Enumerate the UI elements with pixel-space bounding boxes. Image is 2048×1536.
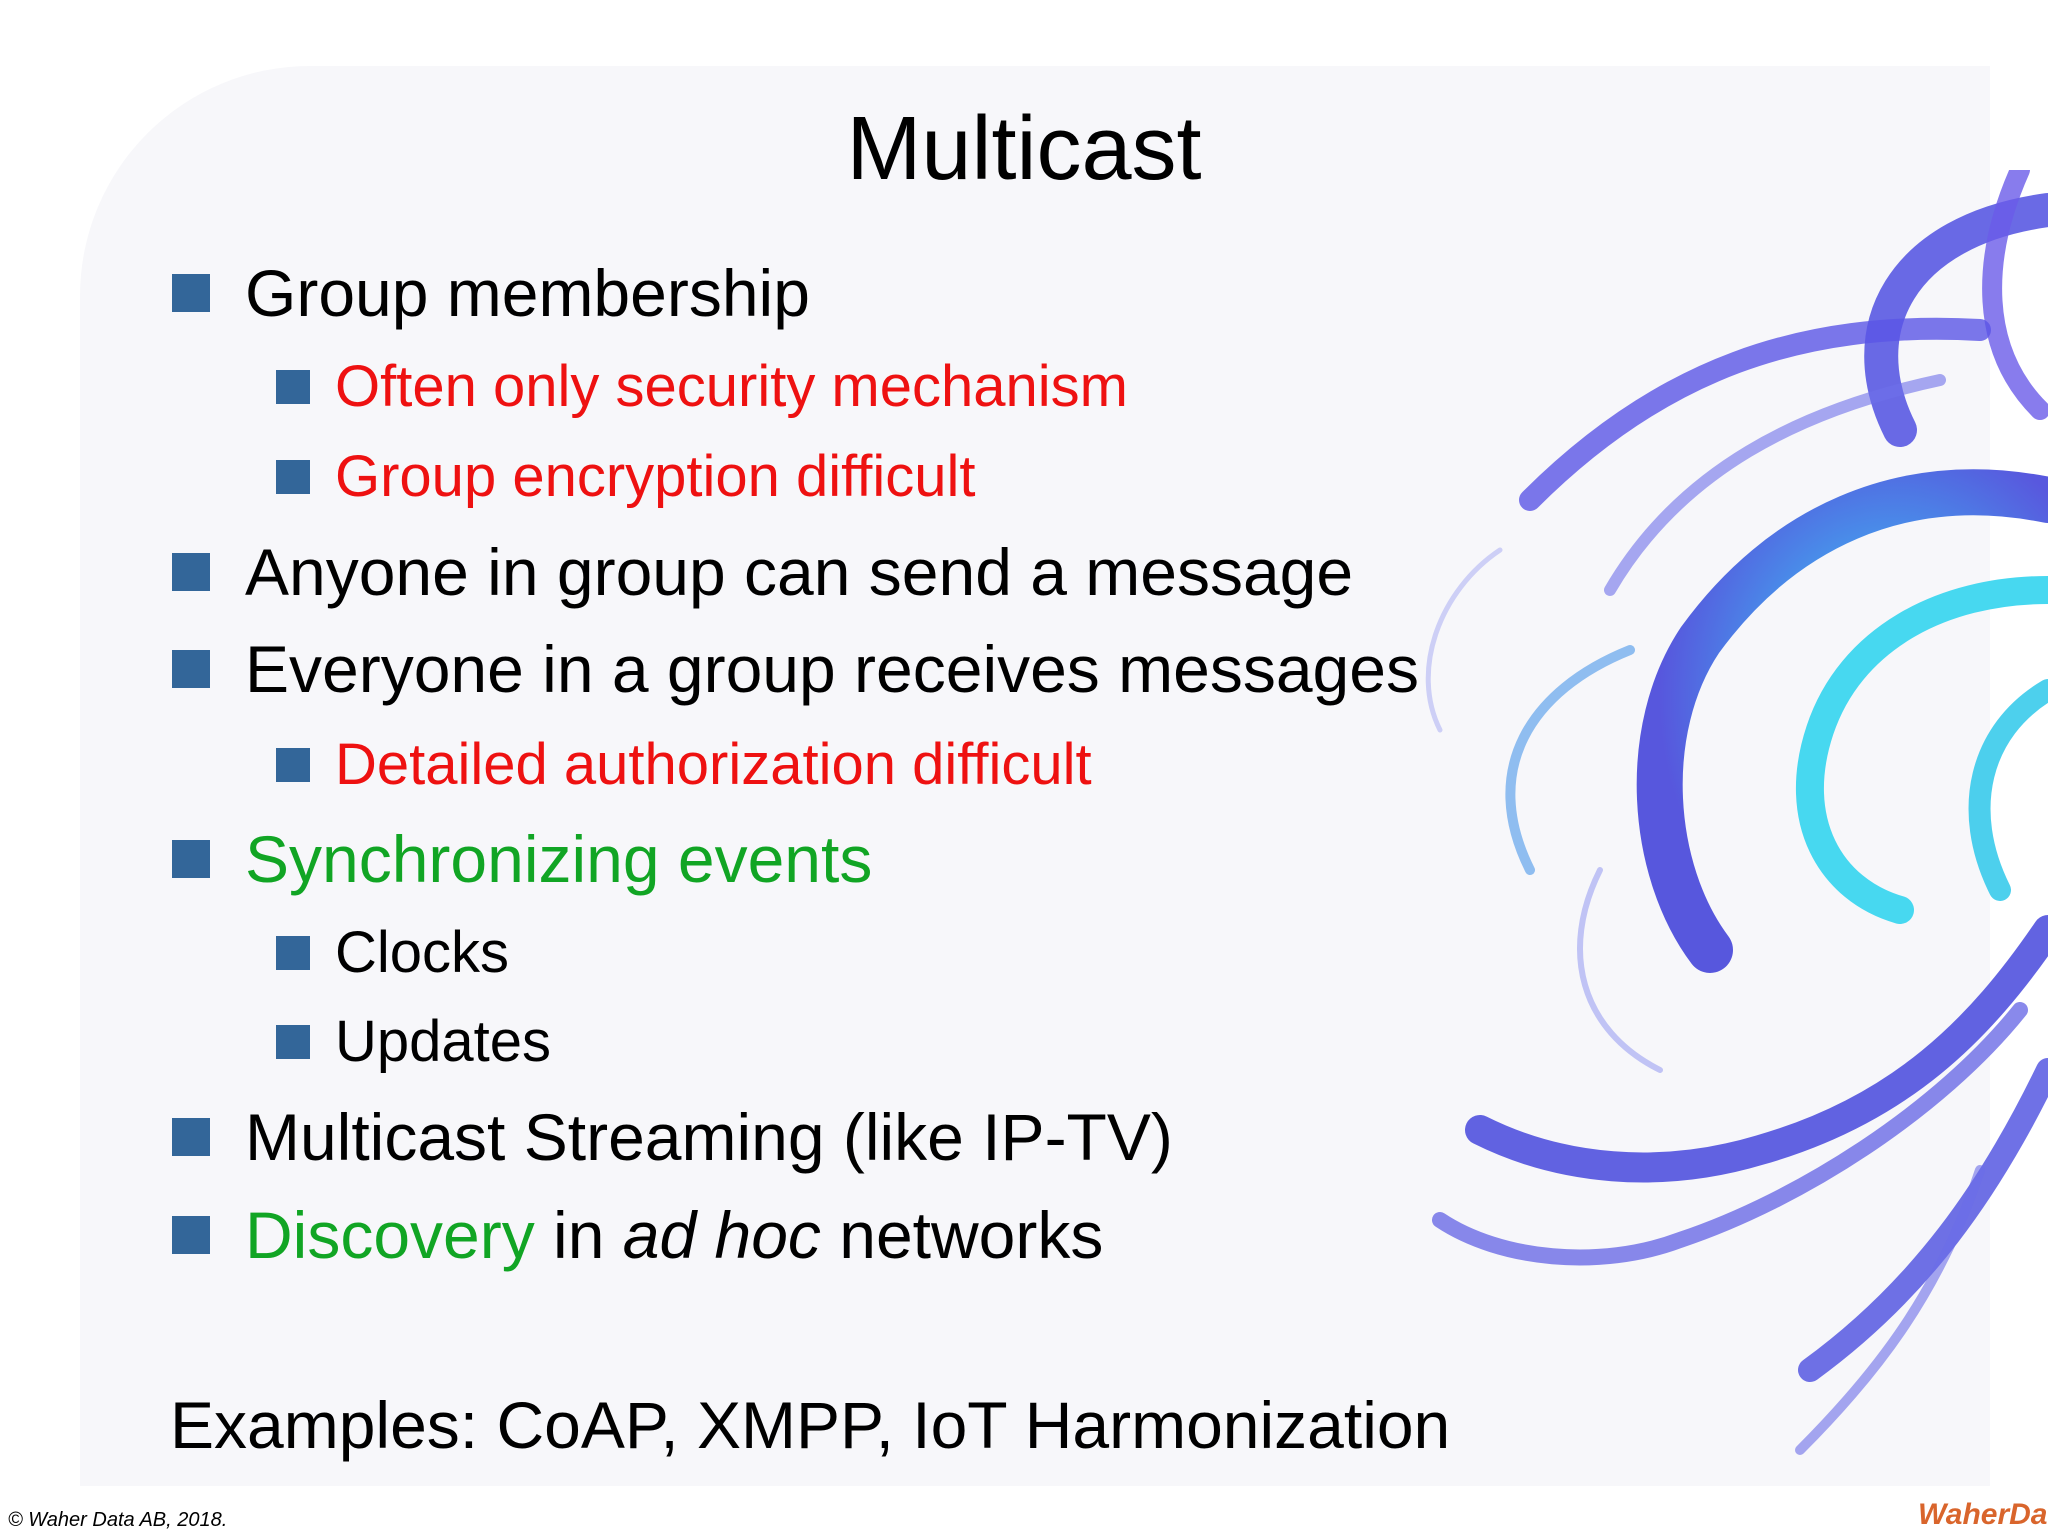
bullet-square-icon xyxy=(276,460,310,494)
italic-text: ad hoc xyxy=(622,1198,821,1272)
plain-text: networks xyxy=(820,1198,1104,1272)
bullet-text: Everyone in a group receives messages xyxy=(245,632,1419,706)
bullet-square-icon xyxy=(172,650,210,688)
bullet-square-icon xyxy=(172,1216,210,1254)
bullet-text: Detailed authorization difficult xyxy=(335,732,1092,797)
bullet-text: Anyone in group can send a message xyxy=(245,535,1354,609)
bullet-square-icon xyxy=(172,553,210,591)
highlight-text: Discovery xyxy=(245,1198,535,1272)
bullet-square-icon xyxy=(172,1118,210,1156)
slide-title: Multicast xyxy=(846,99,1202,199)
sub-bullet-item: Updates xyxy=(276,1013,551,1071)
examples-line: Examples: CoAP, XMPP, IoT Harmonization xyxy=(170,1388,1451,1462)
sub-bullet-item: Detailed authorization difficult xyxy=(276,736,1092,794)
copyright-text: © Waher Data AB, 2018. xyxy=(8,1509,228,1531)
bullet-item: Group membership xyxy=(172,260,810,326)
plain-text: in xyxy=(534,1198,623,1272)
bullet-text: Group encryption difficult xyxy=(335,444,976,509)
bullet-item: Discovery in ad hoc networks xyxy=(172,1202,1103,1268)
bullet-square-icon xyxy=(276,1025,310,1059)
bullet-square-icon xyxy=(276,936,310,970)
bullet-square-icon xyxy=(172,840,210,878)
bullet-square-icon xyxy=(276,748,310,782)
bullet-square-icon xyxy=(276,370,310,404)
bullet-item: Synchronizing events xyxy=(172,826,872,892)
bullet-text: Updates xyxy=(335,1009,552,1074)
bullet-item: Multicast Streaming (like IP-TV) xyxy=(172,1104,1173,1170)
bullet-text: Multicast Streaming (like IP-TV) xyxy=(245,1100,1173,1174)
swirl-decoration-icon xyxy=(1425,170,2048,1455)
sub-bullet-item: Often only security mechanism xyxy=(276,358,1128,416)
bullet-text: Discovery in ad hoc networks xyxy=(245,1198,1103,1272)
bullet-item: Anyone in group can send a message xyxy=(172,539,1353,605)
bullet-square-icon xyxy=(172,274,210,312)
bullet-text: Group membership xyxy=(245,256,810,330)
bullet-text: Synchronizing events xyxy=(245,822,873,896)
bullet-text: Often only security mechanism xyxy=(335,354,1128,419)
sub-bullet-item: Clocks xyxy=(276,924,509,982)
bullet-text: Clocks xyxy=(335,920,510,985)
sub-bullet-item: Group encryption difficult xyxy=(276,448,976,506)
bullet-item: Everyone in a group receives messages xyxy=(172,636,1419,702)
